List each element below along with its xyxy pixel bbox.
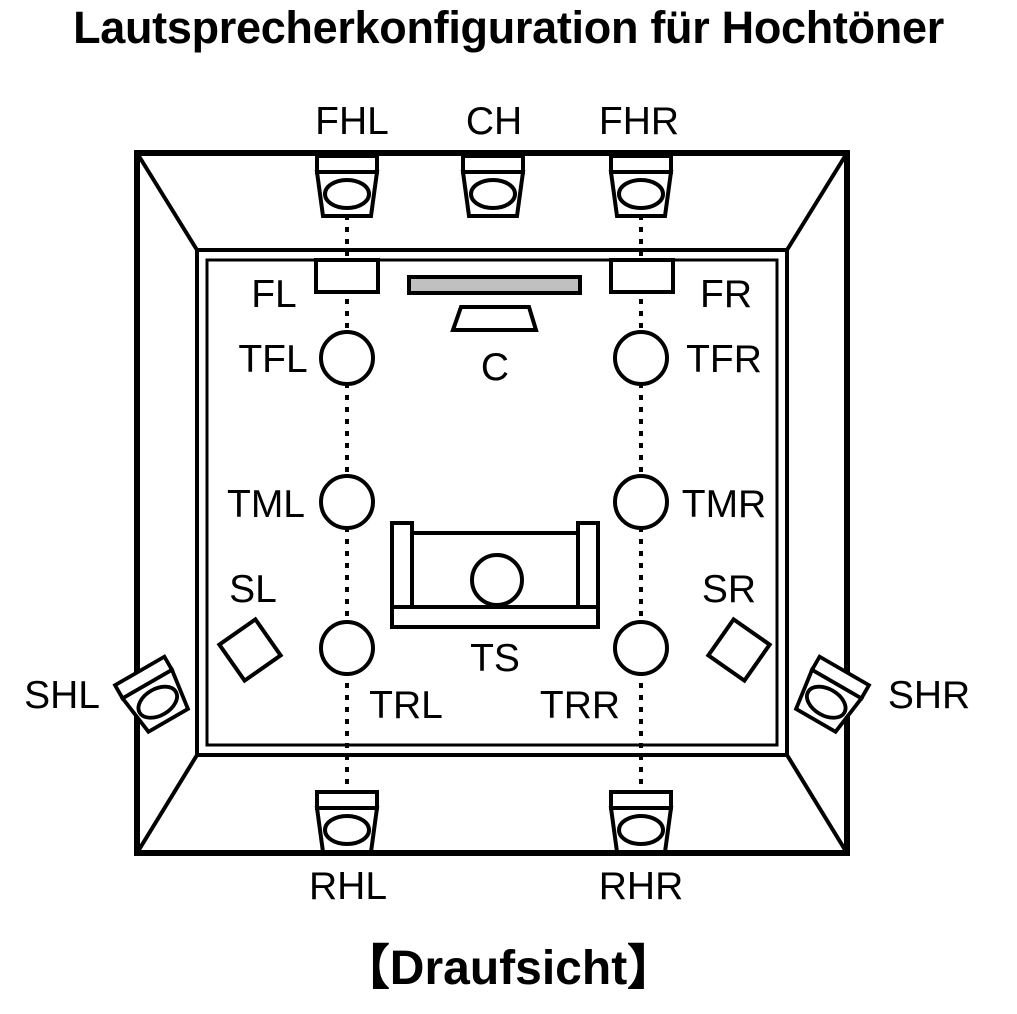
sl-speaker [216,616,284,684]
label-fl: FL [251,273,297,316]
trr-speaker [613,620,669,676]
fhr-speaker [609,154,673,218]
label-shl: SHL [24,674,100,717]
rhl-speaker [315,790,379,854]
label-trr: TRR [540,684,620,727]
label-tmr: TMR [682,483,766,526]
label-c: C [481,346,509,389]
view-caption: 【Draufsicht】 [341,942,676,995]
listener-head [470,553,524,607]
label-rhl: RHL [309,865,387,908]
c-speaker [450,305,539,332]
room-outline [134,150,850,856]
fhl-speaker [315,154,379,218]
fr-speaker [609,258,675,294]
label-tfl: TFL [238,338,307,381]
shl-speaker [113,654,195,737]
label-ch: CH [466,100,522,143]
label-fhr: FHR [599,100,679,143]
shr-speaker [789,654,871,737]
ch-speaker [461,154,525,218]
tml-speaker [319,474,375,530]
label-trl: TRL [369,684,443,727]
tfl-speaker [319,330,375,386]
diagram-title: Lautsprecherkonfiguration für Hochtöner [73,2,944,53]
label-fhl: FHL [315,100,389,143]
label-sr: SR [702,568,756,611]
tmr-speaker [613,474,669,530]
screen-bar [407,275,582,295]
label-sl: SL [229,568,277,611]
label-tfr: TFR [686,338,762,381]
fl-speaker [314,258,380,294]
sr-speaker [705,616,773,684]
tfr-speaker [613,330,669,386]
trl-speaker [319,620,375,676]
label-fr: FR [700,273,752,316]
label-tml: TML [227,483,305,526]
label-shr: SHR [888,674,970,717]
rhr-speaker [609,790,673,854]
label-rhr: RHR [599,865,684,908]
label-ts: TS [470,637,520,680]
